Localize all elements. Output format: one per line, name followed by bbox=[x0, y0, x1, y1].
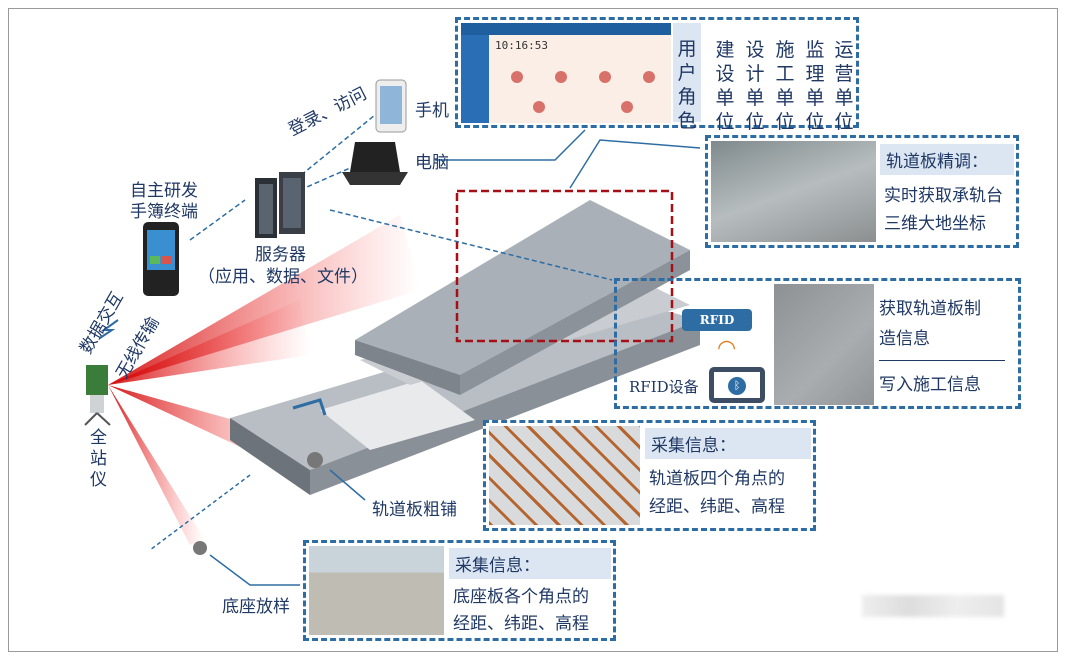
role-header: 用户角色 bbox=[673, 23, 701, 132]
handheld-terminal-icon bbox=[143, 222, 179, 296]
rough-laying-box: 采集信息： 轨道板四个角点的 经距、纬距、高程 bbox=[483, 420, 816, 531]
total-station-label: 全站仪 bbox=[90, 428, 107, 490]
wifi-icon: ◠ bbox=[717, 336, 737, 361]
handheld-label-1: 自主研发 bbox=[130, 181, 198, 201]
divider bbox=[879, 360, 1005, 361]
fine-adjust-photo bbox=[711, 141, 876, 242]
diagram-frame bbox=[8, 8, 1058, 652]
pc-label: 电脑 bbox=[415, 153, 449, 173]
role-item: 施工单位 bbox=[775, 39, 795, 133]
server-subtitle: （应用、数据、文件） bbox=[198, 267, 368, 287]
system-screenshot: 10:16:53 bbox=[461, 23, 671, 123]
rfid-text: 写入施工信息 bbox=[879, 375, 981, 395]
base-layout-photo bbox=[309, 546, 444, 635]
rfid-text: 造信息 bbox=[879, 329, 930, 349]
base-layout-header: 采集信息： bbox=[449, 548, 611, 579]
watermark bbox=[862, 595, 1004, 617]
focus-region-box bbox=[455, 189, 674, 343]
phone-label: 手机 bbox=[415, 101, 449, 121]
rough-laying-header: 采集信息： bbox=[645, 428, 811, 459]
role-item: 设计单位 bbox=[745, 39, 765, 133]
clock-display: 10:16:53 bbox=[495, 39, 548, 52]
base-layout-text: 底座板各个角点的 bbox=[453, 587, 589, 607]
base-layout-text: 经距、纬距、高程 bbox=[453, 614, 589, 634]
rough-laying-label: 轨道板粗铺 bbox=[372, 500, 457, 520]
fine-adjust-header: 轨道板精调： bbox=[880, 144, 1014, 175]
rfid-device-label: RFID设备 bbox=[629, 378, 699, 396]
rfid-tag-icon: RFID bbox=[682, 309, 752, 331]
base-layout-box: 采集信息： 底座板各个角点的 经距、纬距、高程 bbox=[303, 540, 616, 641]
rough-laying-text: 轨道板四个角点的 bbox=[649, 469, 785, 489]
role-item: 建设单位 bbox=[715, 39, 735, 133]
role-item: 运营单位 bbox=[834, 39, 854, 133]
base-layout-label: 底座放样 bbox=[222, 597, 290, 617]
rough-laying-photo bbox=[489, 426, 640, 525]
laptop-icon bbox=[342, 142, 408, 185]
fine-adjust-box: 轨道板精调： 实时获取承轨台 三维大地坐标 bbox=[705, 135, 1019, 248]
total-station-icon bbox=[84, 365, 111, 426]
fine-adjust-text: 实时获取承轨台 bbox=[884, 186, 1003, 206]
rfid-box: RFID ◠ ᛒ RFID设备 获取轨道板制 造信息 写入施工信息 bbox=[614, 278, 1021, 409]
role-item: 监理单位 bbox=[805, 39, 825, 133]
rfid-photo bbox=[774, 284, 874, 405]
server-title: 服务器 bbox=[255, 245, 306, 265]
server-icon bbox=[255, 172, 305, 238]
wireless-icon bbox=[99, 319, 119, 339]
rough-laying-text: 经距、纬距、高程 bbox=[649, 497, 785, 517]
handheld-label-2: 手簿终端 bbox=[130, 202, 198, 222]
track-slab-model bbox=[193, 200, 700, 555]
user-roles-box: 10:16:53 用户角色 建设单位 设计单位 施工单位 监理单位 运营单位 bbox=[455, 17, 859, 133]
fine-adjust-text: 三维大地坐标 bbox=[884, 214, 986, 234]
bluetooth-device-icon: ᛒ bbox=[709, 367, 765, 403]
rfid-text: 获取轨道板制 bbox=[879, 299, 981, 319]
